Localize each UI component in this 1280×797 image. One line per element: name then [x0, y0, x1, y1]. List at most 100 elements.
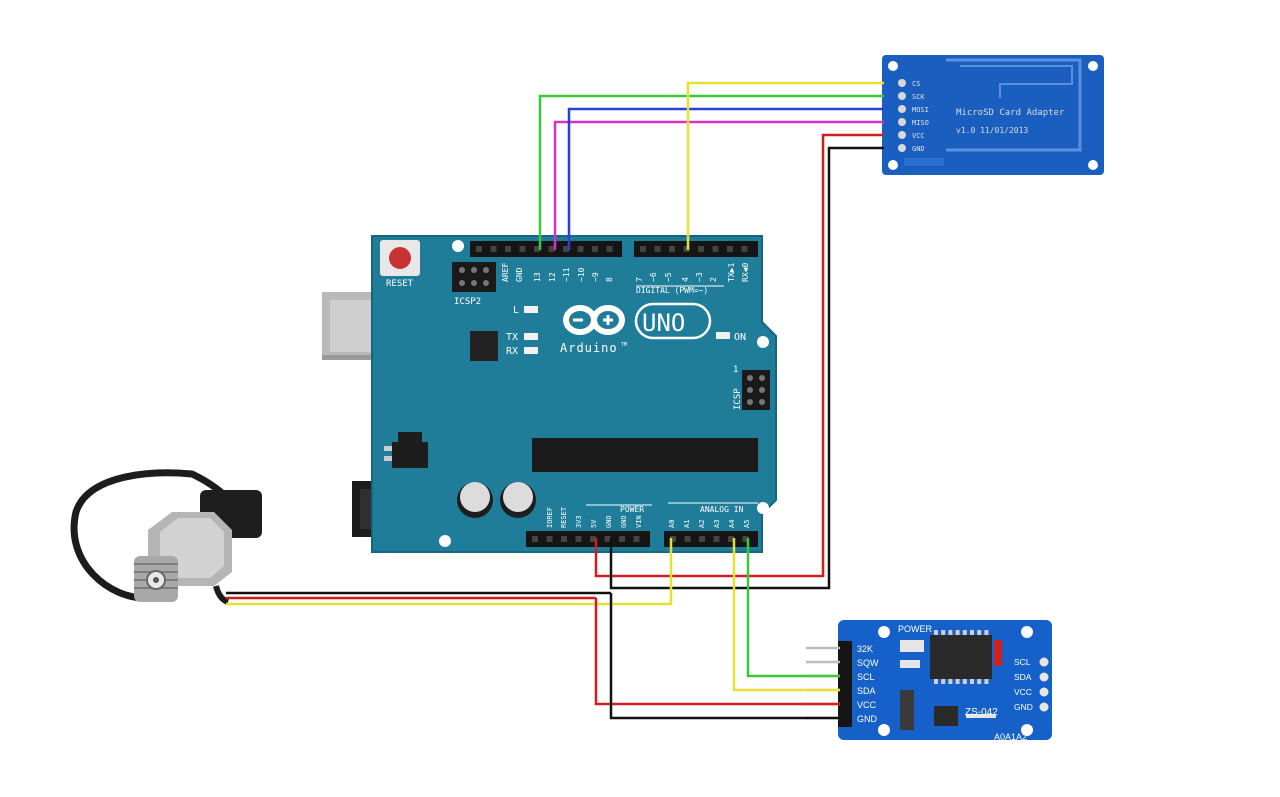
header-holes — [476, 246, 749, 542]
logo-trademark: TM — [621, 342, 627, 348]
digital-label: DIGITAL (PWM=~) — [636, 286, 708, 295]
sd-pin-label: MOSI — [912, 106, 929, 114]
wire-rtc-gnd — [609, 593, 840, 720]
sd-pin-dots — [898, 79, 906, 152]
wire-sensor-yellow — [226, 538, 673, 606]
digital-pin-label: 13 — [533, 272, 542, 282]
wire-rtc-sda — [732, 538, 840, 692]
rtc-left-pin-label: 32K — [857, 644, 873, 654]
digital-pin-label: TX▶1 — [727, 263, 736, 282]
icsp2-label: ICSP2 — [454, 297, 481, 307]
digital-pin-label: 8 — [605, 277, 614, 282]
power-pin-label: RESET — [560, 506, 568, 528]
wires — [226, 81, 884, 720]
rtc-left-pin-label: SCL — [857, 672, 875, 682]
atmega328-chip — [532, 438, 758, 472]
rtc-address: A0A1A2 — [994, 732, 1027, 742]
ds3231-chip — [930, 635, 992, 679]
led-l — [524, 306, 538, 313]
rtc-right-pads — [1039, 657, 1049, 712]
icsp-pin1-label: 1 — [733, 365, 738, 375]
rtc-left-pin-label: SDA — [857, 686, 876, 696]
power-pin-label: GND — [605, 515, 613, 528]
rtc-right-pad — [1039, 702, 1049, 712]
wire-cs — [686, 81, 884, 250]
sd-pin-pad — [898, 118, 906, 126]
led-tx-label: TX — [506, 332, 518, 343]
digital-pin-label: ~5 — [664, 272, 673, 282]
sensor-cable-loop — [70, 469, 196, 602]
capacitors — [457, 482, 536, 518]
rtc-name: ZS-042 — [965, 707, 998, 718]
resistor-array — [900, 690, 914, 730]
reset-label: RESET — [386, 279, 414, 289]
sd-pin-label: VCC — [912, 132, 925, 140]
analog-label: ANALOG IN — [700, 505, 744, 514]
icsp-header — [742, 370, 770, 410]
rtc-diode — [994, 640, 1002, 666]
analog-pin-label: A3 — [713, 520, 721, 528]
pressure-sensor — [70, 469, 262, 605]
eeprom-chip — [934, 706, 958, 726]
sd-pin-pad — [898, 131, 906, 139]
wire-sd-gnd — [609, 146, 884, 590]
rtc-left-header — [838, 641, 852, 727]
digital-pin-label: 4 — [681, 277, 690, 282]
sd-pin-pad — [898, 144, 906, 152]
rtc-right-pad — [1039, 657, 1049, 667]
digital-pin-label: ~6 — [649, 272, 658, 282]
digital-pin-label: ~11 — [562, 267, 571, 282]
led-l-label: L — [513, 305, 519, 316]
wire-rtc-vcc — [594, 598, 840, 706]
reset-button[interactable] — [380, 240, 420, 276]
usb-controller-chip — [470, 331, 498, 361]
led-tx — [524, 333, 538, 340]
wire-sd-vcc — [594, 133, 884, 578]
logo-brand: Arduino — [560, 341, 618, 355]
rtc-right-pad — [1039, 687, 1049, 697]
sd-pin-pad — [898, 79, 906, 87]
led-on — [716, 332, 730, 339]
digital-pin-label: ~9 — [591, 272, 600, 282]
rtc-right-pad — [1039, 672, 1049, 682]
arduino-pcb — [371, 235, 777, 553]
wire-sck — [538, 94, 884, 250]
sd-pin-pad — [898, 92, 906, 100]
power-pin-label: IOREF — [546, 507, 554, 528]
wire-mosi — [567, 107, 884, 250]
digital-pin-label: AREF — [501, 263, 510, 282]
digital-pin-label: ~3 — [695, 272, 704, 282]
mounting-hole — [452, 240, 464, 252]
sd-pin-label: CS — [912, 80, 920, 88]
power-header — [526, 531, 650, 547]
power-pin-label: GND — [620, 515, 628, 528]
analog-pin-label: A1 — [683, 520, 691, 528]
wire-miso — [553, 120, 884, 250]
arduino-logo — [563, 302, 712, 340]
power-label: POWER — [620, 505, 644, 514]
power-pin-label: 3V3 — [575, 515, 583, 528]
sd-pin-label: MISO — [912, 119, 929, 127]
rtc-right-pin-label: SCL — [1014, 657, 1031, 667]
power-pin-labels: IOREF RESET 3V3 5V GND GND VIN — [546, 506, 643, 528]
power-pin-label: 5V — [590, 519, 598, 528]
led-rx-label: RX — [506, 346, 518, 357]
power-led — [900, 640, 924, 652]
wire-rtc-scl — [746, 538, 840, 678]
rtc-left-pin-stubs — [806, 646, 840, 720]
digital-pin-label: 2 — [709, 277, 718, 282]
power-pin-label: VIN — [635, 515, 643, 528]
rtc-left-pin-label: SQW — [857, 658, 879, 668]
digital-pin-label: 7 — [635, 277, 644, 282]
rtc-right-pin-label: GND — [1014, 702, 1033, 712]
mounting-hole — [757, 502, 769, 514]
rtc-left-pin-label: GND — [857, 714, 878, 724]
sd-version: v1.0 11/01/2013 — [956, 126, 1028, 135]
